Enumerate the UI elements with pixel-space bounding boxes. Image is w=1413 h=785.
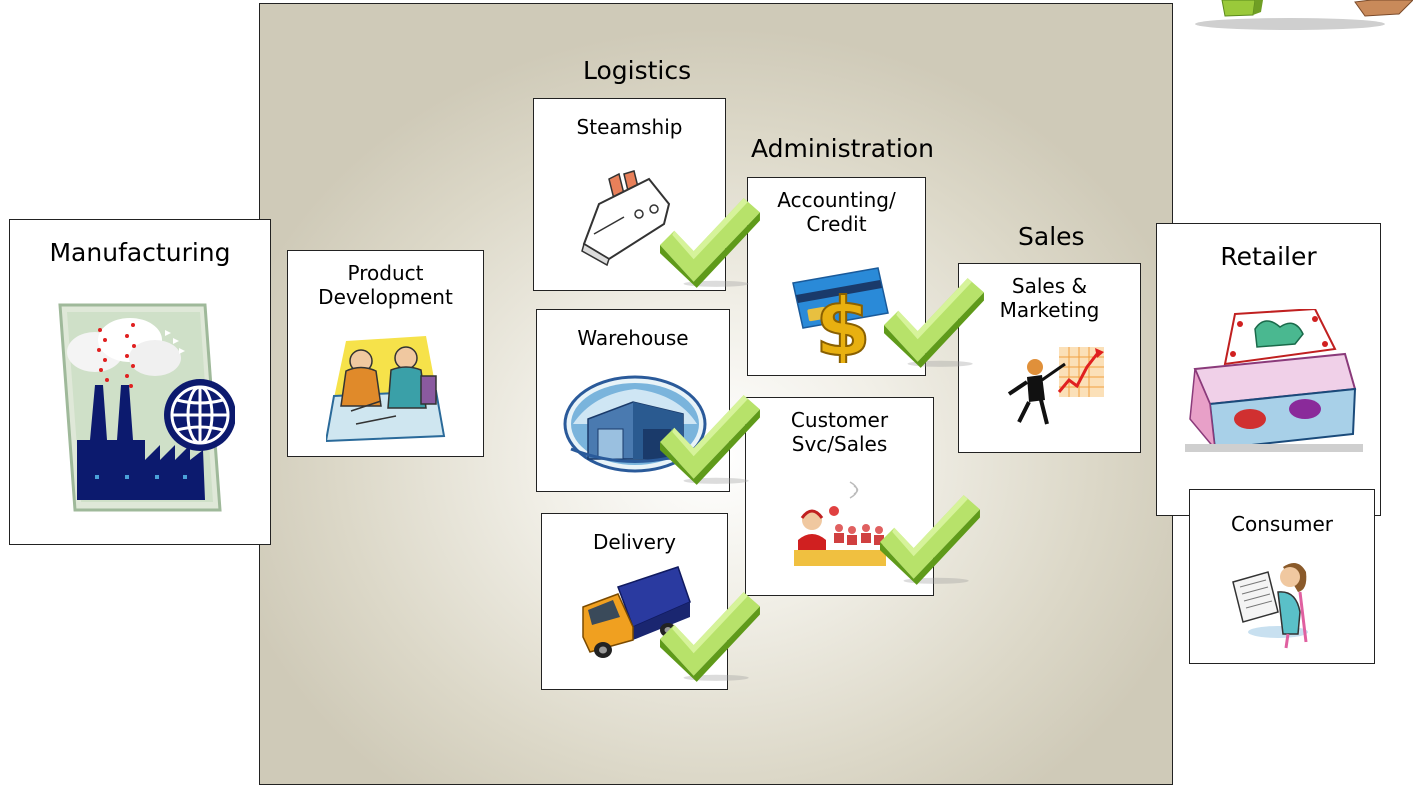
section-sales: Sales xyxy=(1018,222,1085,251)
credit-card-dollar-icon: $ xyxy=(792,267,889,363)
ship-icon xyxy=(581,170,671,267)
card-sales-marketing-label: Sales & Marketing xyxy=(999,274,1100,322)
checkmark-icon xyxy=(660,592,760,682)
reader-icon xyxy=(1232,563,1308,649)
card-product-development-label: Product Development xyxy=(318,261,453,309)
store-icon xyxy=(1185,309,1363,452)
checkmark-icon xyxy=(880,495,980,585)
card-retailer: Retailer xyxy=(1156,223,1381,516)
card-customer-service-label: Customer Svc/Sales xyxy=(790,408,889,456)
factory-globe-icon xyxy=(58,303,235,512)
card-accounting-credit-label: Accounting/ Credit xyxy=(777,188,896,236)
call-center-icon xyxy=(794,481,886,566)
card-steamship: Steamship xyxy=(533,98,726,291)
card-consumer: Consumer xyxy=(1189,489,1375,664)
presenter-chart-icon xyxy=(1007,347,1104,425)
card-manufacturing: Manufacturing xyxy=(9,219,271,545)
card-warehouse-label: Warehouse xyxy=(577,326,689,350)
card-manufacturing-label: Manufacturing xyxy=(49,238,231,267)
truck-icon xyxy=(582,566,691,658)
card-steamship-label: Steamship xyxy=(576,115,683,139)
svg-text:$: $ xyxy=(815,281,871,363)
checkmark-icon xyxy=(884,278,984,368)
section-logistics: Logistics xyxy=(583,56,692,85)
checkmark-icon xyxy=(660,198,760,288)
checkmark-icon xyxy=(660,395,760,485)
card-product-development: Product Development xyxy=(287,250,484,457)
decorative-cubes-icon xyxy=(1195,0,1413,30)
section-administration: Administration xyxy=(751,134,934,163)
card-sales-marketing: Sales & Marketing xyxy=(958,263,1141,453)
card-delivery-label: Delivery xyxy=(592,530,677,554)
card-consumer-label: Consumer xyxy=(1231,512,1333,536)
engineers-icon xyxy=(326,336,446,443)
card-retailer-label: Retailer xyxy=(1220,242,1317,271)
